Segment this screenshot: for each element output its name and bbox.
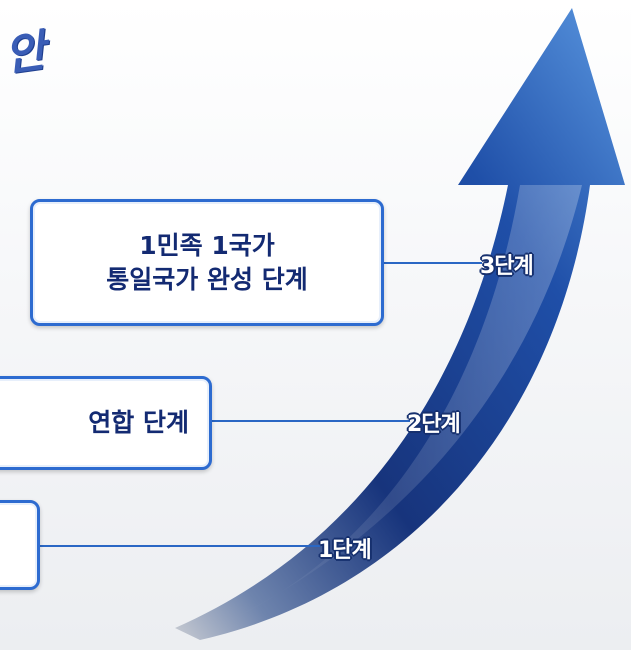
arrow-highlight	[230, 185, 582, 620]
arrow-body	[175, 8, 625, 640]
connector-line-stage-3	[382, 262, 482, 264]
stage-1-label: 1단계	[318, 538, 372, 563]
stage-2-line-1: 연합 단계	[88, 408, 189, 438]
stage-2-box: 연합 단계	[0, 376, 212, 470]
stage-3-label: 3단계	[480, 254, 534, 279]
stage-1-box	[0, 500, 40, 590]
stage-2-label: 2단계	[407, 412, 461, 437]
stage-3-line-1: 1민족 1국가	[139, 230, 275, 260]
connector-line-stage-2	[210, 420, 410, 422]
stage-3-box: 1민족 1국가 통일국가 완성 단계	[30, 199, 384, 326]
connector-line-stage-1	[40, 545, 320, 547]
stage-3-line-2: 통일국가 완성 단계	[106, 264, 308, 294]
